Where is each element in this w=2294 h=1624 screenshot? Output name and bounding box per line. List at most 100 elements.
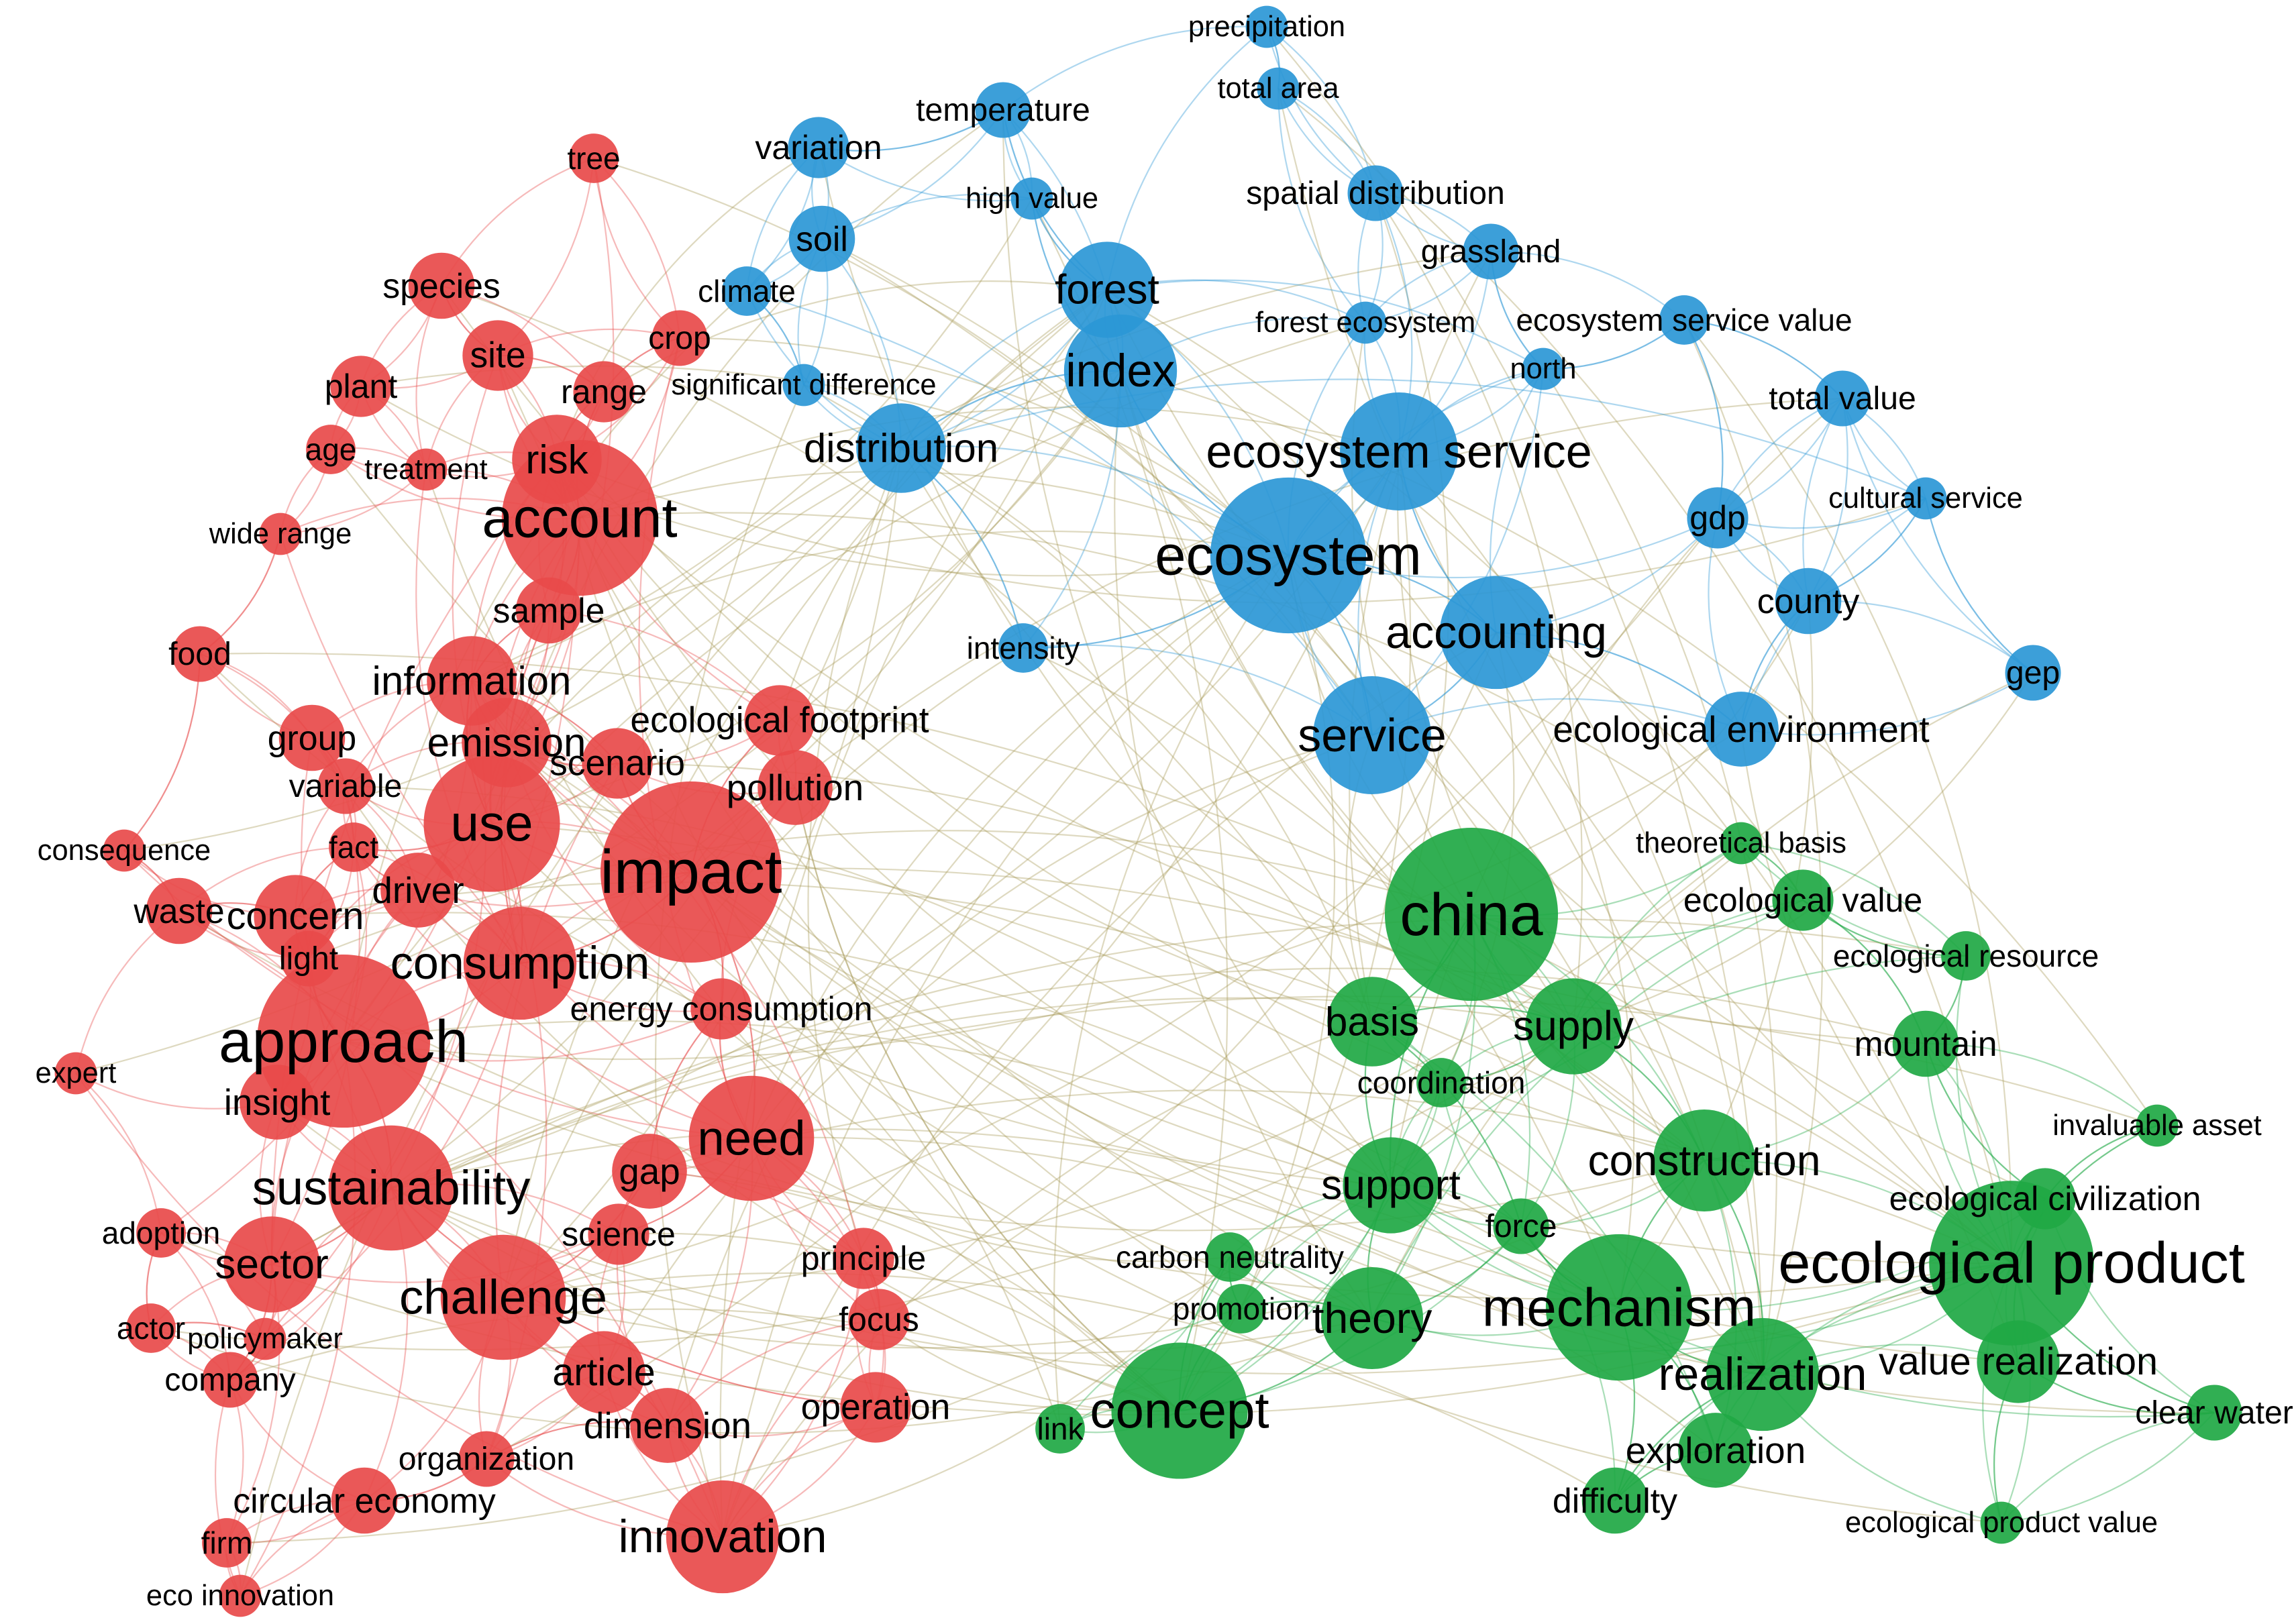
node-need[interactable]: [688, 1075, 815, 1201]
node-construction[interactable]: [1653, 1109, 1756, 1212]
node-food[interactable]: [172, 626, 228, 682]
node-tree[interactable]: [569, 133, 619, 183]
node-ecological-footprint[interactable]: [744, 685, 815, 756]
node-sector[interactable]: [223, 1216, 320, 1313]
link-construction-approach: [343, 1040, 1705, 1232]
node-support[interactable]: [1343, 1137, 1439, 1234]
node-value-realization[interactable]: [1977, 1320, 2060, 1403]
node-dimension[interactable]: [630, 1388, 705, 1463]
node-difficulty[interactable]: [1581, 1467, 1649, 1534]
node-age[interactable]: [306, 425, 356, 474]
node-ecological-resource[interactable]: [1941, 931, 1991, 981]
node-insight[interactable]: [240, 1065, 315, 1140]
node-site[interactable]: [462, 320, 533, 391]
node-policymaker[interactable]: [244, 1317, 286, 1360]
node-forest[interactable]: [1059, 241, 1155, 338]
node-invaluable-asset[interactable]: [2136, 1104, 2179, 1147]
node-expert[interactable]: [54, 1052, 97, 1095]
node-scenario[interactable]: [582, 728, 653, 799]
node-temperature[interactable]: [975, 82, 1031, 138]
node-circular-economy[interactable]: [331, 1467, 398, 1534]
node-treatment[interactable]: [405, 448, 448, 491]
node-realization[interactable]: [1706, 1317, 1820, 1431]
node-driver[interactable]: [380, 853, 456, 928]
node-waste[interactable]: [146, 877, 213, 944]
node-consequence[interactable]: [103, 829, 146, 872]
node-forest-ecosystem[interactable]: [1344, 301, 1387, 344]
node-accounting[interactable]: [1439, 576, 1553, 690]
node-energy-consumption[interactable]: [690, 978, 752, 1040]
node-ecological-environment[interactable]: [1704, 692, 1779, 767]
node-soil[interactable]: [788, 205, 855, 272]
node-index[interactable]: [1063, 314, 1178, 428]
node-science[interactable]: [588, 1203, 649, 1265]
node-precipitation[interactable]: [1245, 5, 1288, 48]
node-wide-range[interactable]: [259, 512, 302, 555]
node-pollution[interactable]: [758, 750, 833, 825]
node-mechanism[interactable]: [1545, 1234, 1693, 1381]
node-variation[interactable]: [788, 117, 849, 178]
node-concept[interactable]: [1111, 1342, 1248, 1479]
node-theory[interactable]: [1320, 1266, 1424, 1370]
node-gep[interactable]: [2005, 645, 2061, 701]
node-service[interactable]: [1313, 676, 1431, 794]
node-eco-innovation[interactable]: [219, 1574, 262, 1617]
node-crop[interactable]: [651, 310, 708, 366]
node-supply[interactable]: [1525, 978, 1622, 1075]
node-grassland[interactable]: [1463, 223, 1519, 280]
node-gdp[interactable]: [1687, 487, 1749, 549]
node-high-value[interactable]: [1010, 177, 1053, 220]
node-total-area[interactable]: [1257, 67, 1300, 110]
node-intensity[interactable]: [998, 623, 1048, 673]
node-article[interactable]: [562, 1331, 645, 1414]
node-gap[interactable]: [612, 1134, 687, 1209]
node-group[interactable]: [278, 704, 346, 771]
node-force[interactable]: [1493, 1198, 1549, 1254]
node-fact[interactable]: [329, 822, 378, 872]
node-ecosystem[interactable]: [1210, 477, 1367, 634]
node-company[interactable]: [202, 1352, 258, 1408]
node-mountain[interactable]: [1892, 1010, 1959, 1077]
node-significant-difference[interactable]: [782, 364, 825, 407]
node-theoretical-basis[interactable]: [1720, 822, 1763, 865]
node-consumption[interactable]: [463, 906, 577, 1020]
node-coordination[interactable]: [1416, 1058, 1466, 1107]
node-carbon-neutrality[interactable]: [1205, 1232, 1255, 1282]
node-principle[interactable]: [833, 1228, 894, 1289]
node-spatial-distribution[interactable]: [1347, 165, 1404, 221]
node-adoption[interactable]: [136, 1208, 186, 1258]
node-species[interactable]: [408, 252, 475, 319]
node-ecological-product-value[interactable]: [1980, 1501, 2023, 1544]
node-link[interactable]: [1035, 1404, 1085, 1454]
node-organization[interactable]: [458, 1431, 515, 1487]
node-ecosystem-service-value[interactable]: [1659, 295, 1709, 345]
node-ecological-value[interactable]: [1772, 869, 1834, 931]
node-ecological-product[interactable]: [1929, 1181, 2094, 1346]
node-account[interactable]: [501, 439, 658, 596]
node-plant[interactable]: [330, 356, 392, 417]
node-challenge[interactable]: [440, 1234, 566, 1360]
node-firm[interactable]: [202, 1518, 252, 1568]
node-climate[interactable]: [722, 266, 772, 316]
node-operation[interactable]: [840, 1372, 911, 1443]
node-actor[interactable]: [126, 1303, 176, 1353]
node-impact[interactable]: [601, 781, 782, 963]
node-north[interactable]: [1522, 347, 1565, 390]
node-innovation[interactable]: [666, 1480, 780, 1594]
node-sustainability[interactable]: [328, 1125, 454, 1251]
node-total-value[interactable]: [1814, 370, 1871, 427]
node-variable[interactable]: [317, 758, 374, 814]
node-cultural-service[interactable]: [1904, 477, 1947, 520]
node-use[interactable]: [423, 755, 560, 892]
node-promotion[interactable]: [1216, 1284, 1266, 1334]
node-china[interactable]: [1384, 827, 1559, 1002]
node-basis[interactable]: [1327, 977, 1417, 1067]
node-clear-water[interactable]: [2186, 1385, 2242, 1441]
node-distribution[interactable]: [856, 403, 946, 493]
node-sample[interactable]: [515, 577, 582, 644]
node-exploration[interactable]: [1678, 1413, 1753, 1488]
node-focus[interactable]: [848, 1289, 910, 1350]
node-county[interactable]: [1775, 567, 1842, 635]
node-ecosystem-service[interactable]: [1340, 392, 1458, 510]
node-range[interactable]: [573, 361, 635, 423]
